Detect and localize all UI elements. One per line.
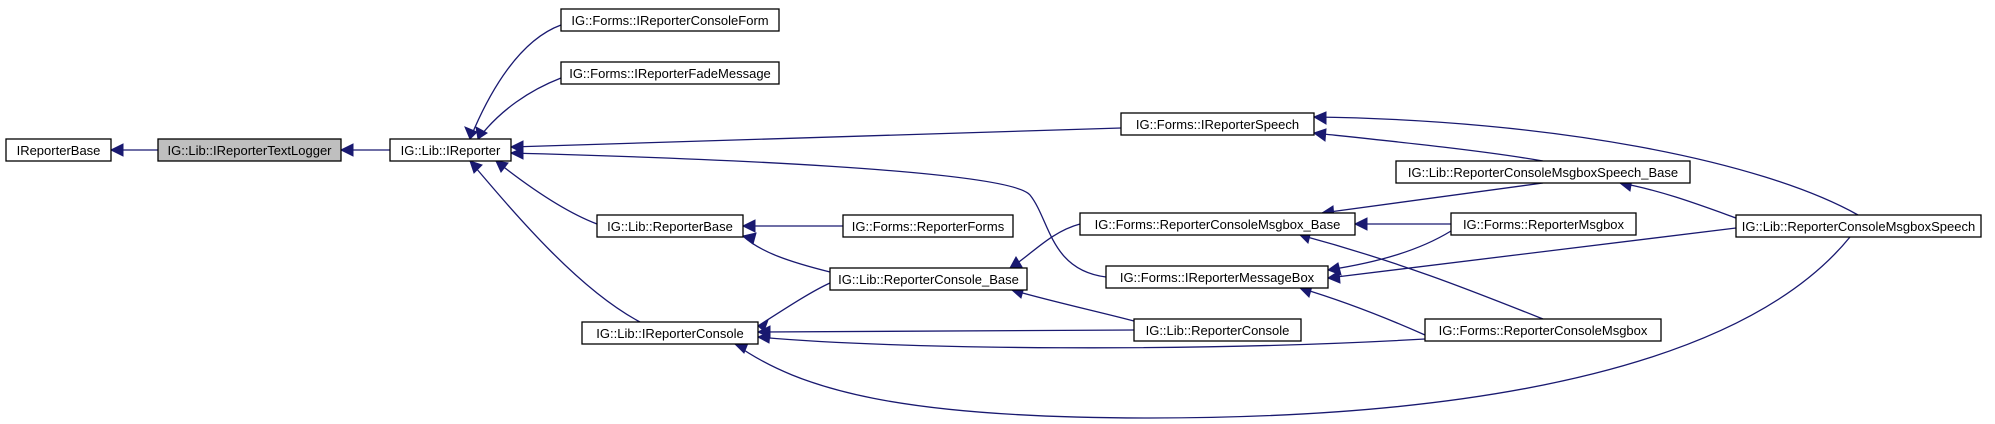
- inheritance-edge-reportermsgbox-to-ireportermessagebox: [1326, 230, 1452, 276]
- edge-line: [1619, 182, 1737, 219]
- inheritance-edge-ireporterspeech-to-ireporter: [509, 127, 1122, 154]
- node-ireporterconsole[interactable]: IG::Lib::IReporterConsole: [581, 321, 759, 345]
- edge-arrowhead: [1326, 270, 1341, 284]
- node-label: IG::Forms::ReporterMsgbox: [1463, 217, 1625, 232]
- node-ireportermessagebox[interactable]: IG::Forms::IReporterMessageBox: [1105, 265, 1329, 289]
- edge-line: [510, 127, 1122, 148]
- inheritance-edge-reporterconsolemsgboxspeech-to-ireporterspeech: [1312, 111, 1859, 216]
- edge-arrowhead: [475, 126, 488, 140]
- edge-line: [757, 329, 1135, 333]
- inheritance-edge-ireportertextlogger-to-ireporterbase: [109, 143, 158, 157]
- inheritance-edge-ireporter-to-ireportertextlogger: [339, 143, 390, 157]
- node-label: IG::Lib::ReporterConsole_Base: [838, 272, 1019, 287]
- nodes-layer: IReporterBase IG::Lib::IReporterTextLogg…: [5, 8, 1982, 345]
- edge-line: [1321, 182, 1544, 214]
- inheritance-edge-ireporterconsole-to-ireporter: [469, 160, 641, 323]
- node-ireporterspeech[interactable]: IG::Forms::IReporterSpeech: [1120, 112, 1315, 136]
- node-reporterconsolemsgbox[interactable]: IG::Forms::ReporterConsoleMsgbox: [1424, 318, 1662, 342]
- edge-arrowhead: [757, 318, 769, 332]
- inheritance-edge-reporterconsole-to-ireporterconsole: [756, 325, 1135, 339]
- edge-line: [734, 236, 1851, 419]
- inheritance-edge-reporterconsolemsgbox-to-ireporterconsole: [756, 331, 1426, 349]
- edge-line: [742, 235, 831, 273]
- inheritance-edge-reporterconsolemsgbox-to-ireportermessagebox: [1298, 285, 1426, 336]
- inheritance-edge-reporterconsolemsgboxspeech_base-to-ireporterspeech: [1312, 128, 1544, 162]
- edge-line: [1327, 230, 1452, 271]
- node-label: IReporterBase: [17, 143, 101, 158]
- edge-arrowhead: [469, 160, 483, 174]
- node-label: IG::Forms::ReporterConsoleMsgbox_Base: [1095, 217, 1341, 232]
- node-label: IG::Forms::IReporterConsoleForm: [571, 13, 768, 28]
- node-reporterforms[interactable]: IG::Forms::ReporterForms: [842, 214, 1014, 238]
- edge-arrowhead: [509, 147, 524, 160]
- node-label: IG::Lib::ReporterConsole: [1146, 323, 1290, 338]
- inheritance-edge-ireporterconsoleform-to-ireporter: [464, 24, 562, 140]
- node-label: IG::Forms::IReporterMessageBox: [1120, 270, 1315, 285]
- edge-arrowhead: [109, 143, 124, 157]
- node-reportermsgbox[interactable]: IG::Forms::ReporterMsgbox: [1450, 212, 1637, 236]
- node-label: IG::Lib::ReporterBase: [607, 219, 733, 234]
- edge-line: [1011, 289, 1135, 322]
- inheritance-edge-reporterconsole-to-reporterconsole_base: [1010, 286, 1135, 322]
- edge-arrowhead: [464, 126, 478, 140]
- edge-line: [510, 152, 1107, 278]
- inheritance-edge-reporterconsolemsgboxspeech-to-reporterconsolemsgboxspeech_base: [1618, 178, 1737, 219]
- inheritance-edge-reporterconsole_base-to-ireporterconsole: [757, 282, 831, 332]
- node-ireporterfademessage[interactable]: IG::Forms::IReporterFadeMessage: [560, 61, 780, 85]
- inheritance-edge-reporterconsole_base-to-reporterbase: [741, 232, 831, 273]
- edge-arrowhead: [741, 232, 757, 245]
- edge-line: [757, 336, 1426, 349]
- edge-arrowhead: [741, 219, 756, 233]
- edge-line: [757, 282, 831, 327]
- edge-arrowhead: [1353, 217, 1368, 231]
- node-reporterconsole[interactable]: IG::Lib::ReporterConsole: [1133, 318, 1302, 342]
- edge-line: [1313, 132, 1544, 162]
- inheritance-edge-ireporterfademessage-to-ireporter: [475, 77, 562, 140]
- node-ireportertextlogger: IG::Lib::IReporterTextLogger: [157, 138, 342, 162]
- edge-arrowhead: [495, 160, 509, 173]
- edge-arrowhead: [756, 331, 771, 344]
- edge-line: [1327, 227, 1737, 279]
- edge-line: [477, 77, 562, 140]
- inheritance-edge-reportermsgbox-to-reporterconsolemsgbox_base: [1353, 217, 1451, 231]
- inheritance-edge-ireportermessagebox-to-ireporter: [509, 147, 1107, 278]
- edge-arrowhead: [1312, 128, 1327, 142]
- inheritance-edge-reporterforms-to-reporterbase: [741, 219, 843, 233]
- node-label: IG::Forms::ReporterConsoleMsgbox: [1439, 323, 1648, 338]
- inheritance-edge-reporterbase-to-ireporter: [495, 160, 598, 225]
- node-label: IG::Lib::IReporterTextLogger: [167, 143, 332, 158]
- edges-layer: [109, 24, 1859, 419]
- node-reporterconsolemsgboxspeech_base[interactable]: IG::Lib::ReporterConsoleMsgboxSpeech_Bas…: [1395, 160, 1691, 184]
- edge-line: [1299, 234, 1544, 320]
- edge-line: [469, 160, 641, 323]
- edge-line: [1299, 287, 1426, 336]
- node-ireporterconsoleform[interactable]: IG::Forms::IReporterConsoleForm: [560, 8, 780, 32]
- node-reporterconsolemsgboxspeech[interactable]: IG::Lib::ReporterConsoleMsgboxSpeech: [1735, 214, 1982, 238]
- node-ireporterbase[interactable]: IReporterBase: [5, 138, 112, 162]
- edge-arrowhead: [1009, 255, 1023, 269]
- node-label: IG::Lib::IReporterConsole: [596, 326, 743, 341]
- node-label: IG::Lib::ReporterConsoleMsgboxSpeech_Bas…: [1408, 165, 1678, 180]
- edge-arrowhead: [339, 143, 354, 157]
- node-label: IG::Lib::ReporterConsoleMsgboxSpeech: [1742, 219, 1975, 234]
- edge-arrowhead: [1312, 111, 1327, 125]
- node-ireporter[interactable]: IG::Lib::IReporter: [389, 138, 512, 162]
- node-reporterconsole_base[interactable]: IG::Lib::ReporterConsole_Base: [829, 267, 1028, 291]
- node-label: IG::Lib::IReporter: [401, 143, 501, 158]
- edge-line: [469, 24, 562, 140]
- node-label: IG::Forms::IReporterSpeech: [1136, 117, 1299, 132]
- node-reporterbase[interactable]: IG::Lib::ReporterBase: [596, 214, 744, 238]
- node-label: IG::Forms::ReporterForms: [852, 219, 1005, 234]
- edge-line: [495, 160, 598, 225]
- node-reporterconsolemsgbox_base[interactable]: IG::Forms::ReporterConsoleMsgbox_Base: [1079, 212, 1356, 236]
- node-label: IG::Forms::IReporterFadeMessage: [569, 66, 771, 81]
- edge-line: [1313, 116, 1859, 216]
- inheritance-edge-reporterconsolemsgboxspeech-to-ireportermessagebox: [1326, 227, 1737, 284]
